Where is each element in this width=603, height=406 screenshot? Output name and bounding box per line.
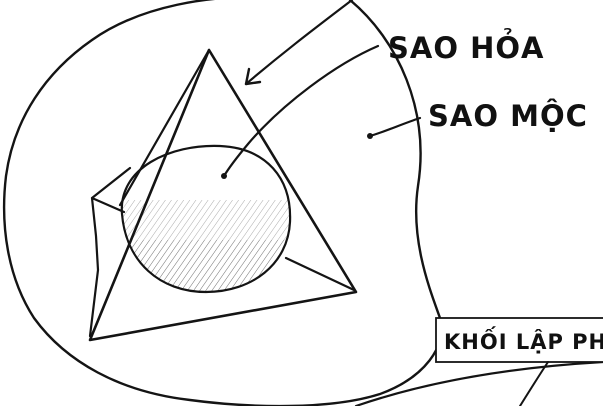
- lower-arc: [356, 362, 603, 406]
- jupiter-leader: [370, 118, 420, 136]
- arrow-to-triangle: [246, 0, 352, 84]
- label-mars: SAO HỎA: [388, 27, 544, 65]
- mars-sphere: [118, 146, 296, 296]
- cube-label-box: KHỐI LẬP PH: [436, 318, 603, 362]
- label-jupiter: SAO MỘC: [428, 99, 588, 133]
- tetrahedron: [90, 50, 356, 340]
- mars-dot: [221, 173, 227, 179]
- tetrahedron-inner-edge: [120, 50, 209, 205]
- jupiter-dot: [367, 133, 373, 139]
- label-cube: KHỐI LẬP PH: [444, 326, 603, 354]
